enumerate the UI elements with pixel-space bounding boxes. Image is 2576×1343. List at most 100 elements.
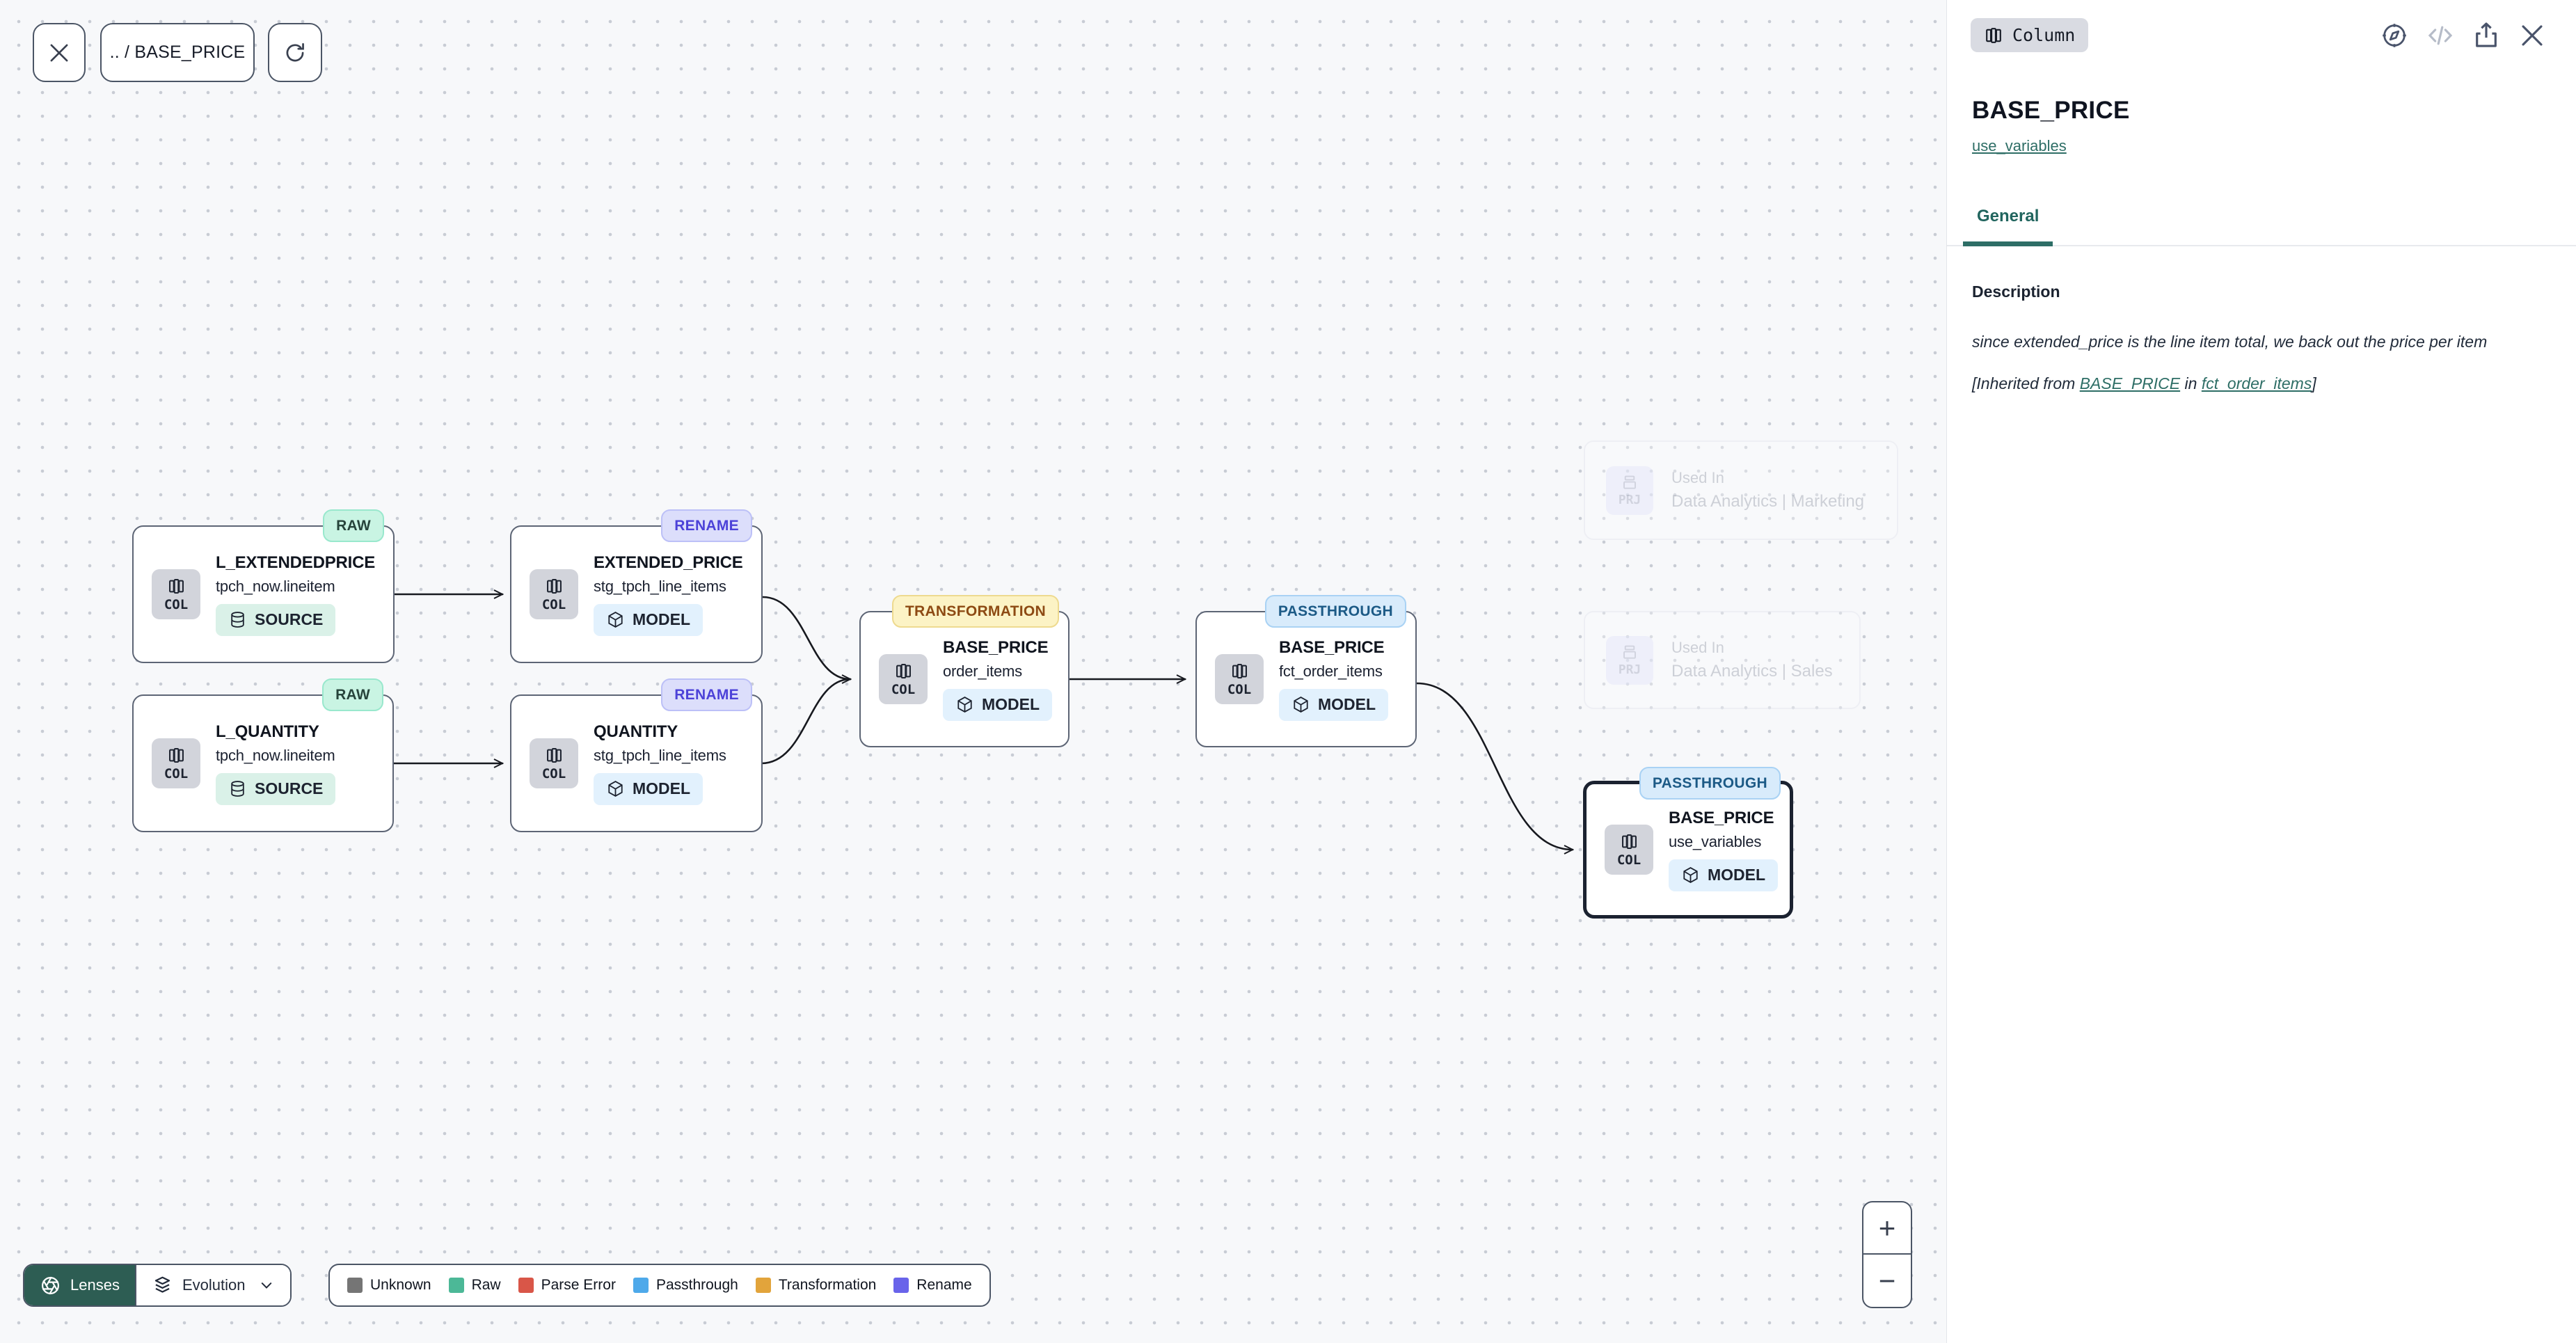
lens-badge: PASSTHROUGH	[1639, 767, 1781, 800]
node-l-quantity[interactable]: RAW COL L_QUANTITY tpch_now.lineitem SOU…	[132, 678, 394, 832]
node-l-extendedprice[interactable]: RAW COL L_EXTENDEDPRICE tpch_now.lineite…	[132, 509, 395, 663]
node-base-price-use-variables[interactable]: PASSTHROUGH COL BASE_PRICE use_variables…	[1583, 767, 1793, 919]
refresh-icon	[286, 42, 304, 61]
node-title: BASE_PRICE	[1669, 808, 1774, 827]
chevron-down-icon	[262, 1282, 272, 1289]
node-subtitle: stg_tpch_line_items	[594, 746, 726, 764]
node-info: BASE_PRICE fct_order_items MODEL	[1279, 637, 1389, 721]
legend-item: Rename	[893, 1277, 972, 1294]
column-chip: COL	[530, 738, 578, 788]
model-link-row: use_variables	[1972, 137, 2551, 155]
node-info: L_QUANTITY tpch_now.lineitem SOURCE	[216, 722, 336, 805]
node-title: BASE_PRICE	[1279, 637, 1385, 657]
legend-item: Parse Error	[518, 1277, 616, 1294]
close-icon	[2522, 24, 2543, 46]
node-type-badge: MODEL	[943, 688, 1053, 721]
description-inherited: [Inherited from BASE_PRICE in fct_order_…	[1972, 374, 2316, 392]
compass-button[interactable]	[2380, 21, 2409, 50]
node-type-badge: MODEL	[1279, 688, 1389, 721]
zoom-out-button[interactable]: −	[1878, 1264, 1896, 1297]
node-quantity[interactable]: RENAME COL QUANTITY stg_tpch_line_items …	[510, 678, 763, 832]
used-in-info: Used In Data Analytics | Marketing	[1671, 469, 1864, 511]
node-title: L_QUANTITY	[216, 722, 319, 741]
columns-icon	[1621, 834, 1637, 849]
tab-general[interactable]: General	[1963, 207, 2053, 246]
inherited-column-link[interactable]: BASE_PRICE	[2079, 374, 2181, 392]
lenses-button-label: Lenses	[70, 1276, 120, 1294]
model-link[interactable]: use_variables	[1972, 137, 2067, 154]
legend-item: Unknown	[347, 1277, 431, 1294]
node-type-badge: SOURCE	[216, 772, 336, 805]
node-type-badge: MODEL	[1669, 859, 1779, 891]
node-info: BASE_PRICE order_items MODEL	[943, 638, 1053, 721]
zoom-in-button[interactable]: +	[1863, 1202, 1911, 1255]
description-text: since extended_price is the line item to…	[1972, 333, 2488, 351]
close-icon	[50, 44, 68, 61]
columns-icon	[546, 747, 562, 763]
node-info: L_EXTENDEDPRICE tpch_now.lineitem SOURCE	[216, 553, 375, 636]
column-chip: COL	[152, 569, 200, 619]
node-type-badge: MODEL	[594, 772, 703, 805]
breadcrumb[interactable]: .. / BASE_PRICE	[100, 23, 255, 82]
lens-badge: RENAME	[661, 509, 752, 542]
lineage-canvas[interactable]: .. / BASE_PRICE RAW COL L_EXTENDEDPRICE …	[0, 0, 1946, 1343]
node-subtitle: fct_order_items	[1279, 662, 1383, 680]
cube-icon	[957, 697, 972, 713]
legend-swatch-parse-error	[518, 1278, 534, 1293]
column-chip: COL	[879, 654, 928, 704]
close-panel-button[interactable]	[2518, 21, 2547, 50]
project-chip: PRJ	[1606, 635, 1653, 685]
legend-item: Transformation	[755, 1277, 876, 1294]
used-in-project: Data Analytics | Sales	[1671, 662, 1833, 681]
database-icon	[231, 612, 244, 628]
legend-swatch-rename	[893, 1278, 909, 1293]
node-extended-price[interactable]: RENAME COL EXTENDED_PRICE stg_tpch_line_…	[510, 509, 763, 663]
used-in-card-marketing: PRJ Used In Data Analytics | Marketing	[1584, 440, 1898, 540]
code-button[interactable]	[2426, 21, 2455, 50]
used-in-card-sales: PRJ Used In Data Analytics | Sales	[1584, 611, 1861, 709]
entity-type-badge: Column	[1971, 18, 2089, 52]
node-info: EXTENDED_PRICE stg_tpch_line_items MODEL	[594, 553, 743, 636]
cube-icon	[1683, 867, 1698, 883]
description-heading: Description	[1972, 283, 2060, 301]
lens-badge: RAW	[323, 509, 384, 542]
used-in-project: Data Analytics | Marketing	[1671, 492, 1865, 511]
columns-icon	[168, 747, 184, 763]
used-in-info: Used In Data Analytics | Sales	[1671, 639, 1833, 681]
lens-legend: Unknown Raw Parse Error Passthrough Tran…	[328, 1264, 991, 1307]
archive-icon	[1623, 645, 1636, 659]
legend-swatch-passthrough	[633, 1278, 649, 1293]
node-info: BASE_PRICE use_variables MODEL	[1669, 808, 1779, 891]
columns-icon	[546, 578, 562, 594]
lens-badge: RENAME	[661, 678, 752, 711]
cube-icon	[608, 612, 623, 628]
lens-badge: TRANSFORMATION	[891, 595, 1059, 628]
cube-icon	[1294, 697, 1308, 713]
node-subtitle: order_items	[943, 662, 1022, 680]
node-base-price-fct-order-items[interactable]: PASSTHROUGH COL BASE_PRICE fct_order_ite…	[1195, 595, 1417, 747]
lens-selector[interactable]: Evolution	[134, 1265, 291, 1305]
columns-icon	[168, 578, 184, 594]
panel-header: Column	[1947, 0, 2576, 52]
cube-icon	[608, 781, 623, 797]
selected-lens-label: Evolution	[182, 1276, 246, 1294]
code-icon	[2428, 26, 2452, 45]
node-subtitle: tpch_now.lineitem	[216, 577, 335, 595]
share-button[interactable]	[2472, 21, 2501, 50]
lenses-button[interactable]: Lenses	[24, 1265, 135, 1305]
legend-item: Passthrough	[633, 1277, 738, 1294]
column-chip: COL	[1605, 825, 1653, 875]
node-title: EXTENDED_PRICE	[594, 553, 743, 572]
refresh-button[interactable]	[268, 23, 322, 82]
legend-swatch-transformation	[755, 1278, 771, 1293]
node-base-price-order-items[interactable]: TRANSFORMATION COL BASE_PRICE order_item…	[859, 595, 1070, 747]
database-icon	[231, 781, 244, 797]
inherited-model-link[interactable]: fct_order_items	[2201, 374, 2312, 392]
project-chip: PRJ	[1606, 466, 1653, 515]
details-panel: Column BASE_PRICE use_variables General …	[1946, 0, 2576, 1343]
close-lineage-button[interactable]	[33, 23, 86, 82]
node-info: QUANTITY stg_tpch_line_items MODEL	[594, 722, 726, 805]
lenses-bar: Lenses Evolution	[23, 1264, 292, 1307]
panel-actions	[2380, 21, 2547, 50]
node-subtitle: stg_tpch_line_items	[594, 577, 726, 595]
